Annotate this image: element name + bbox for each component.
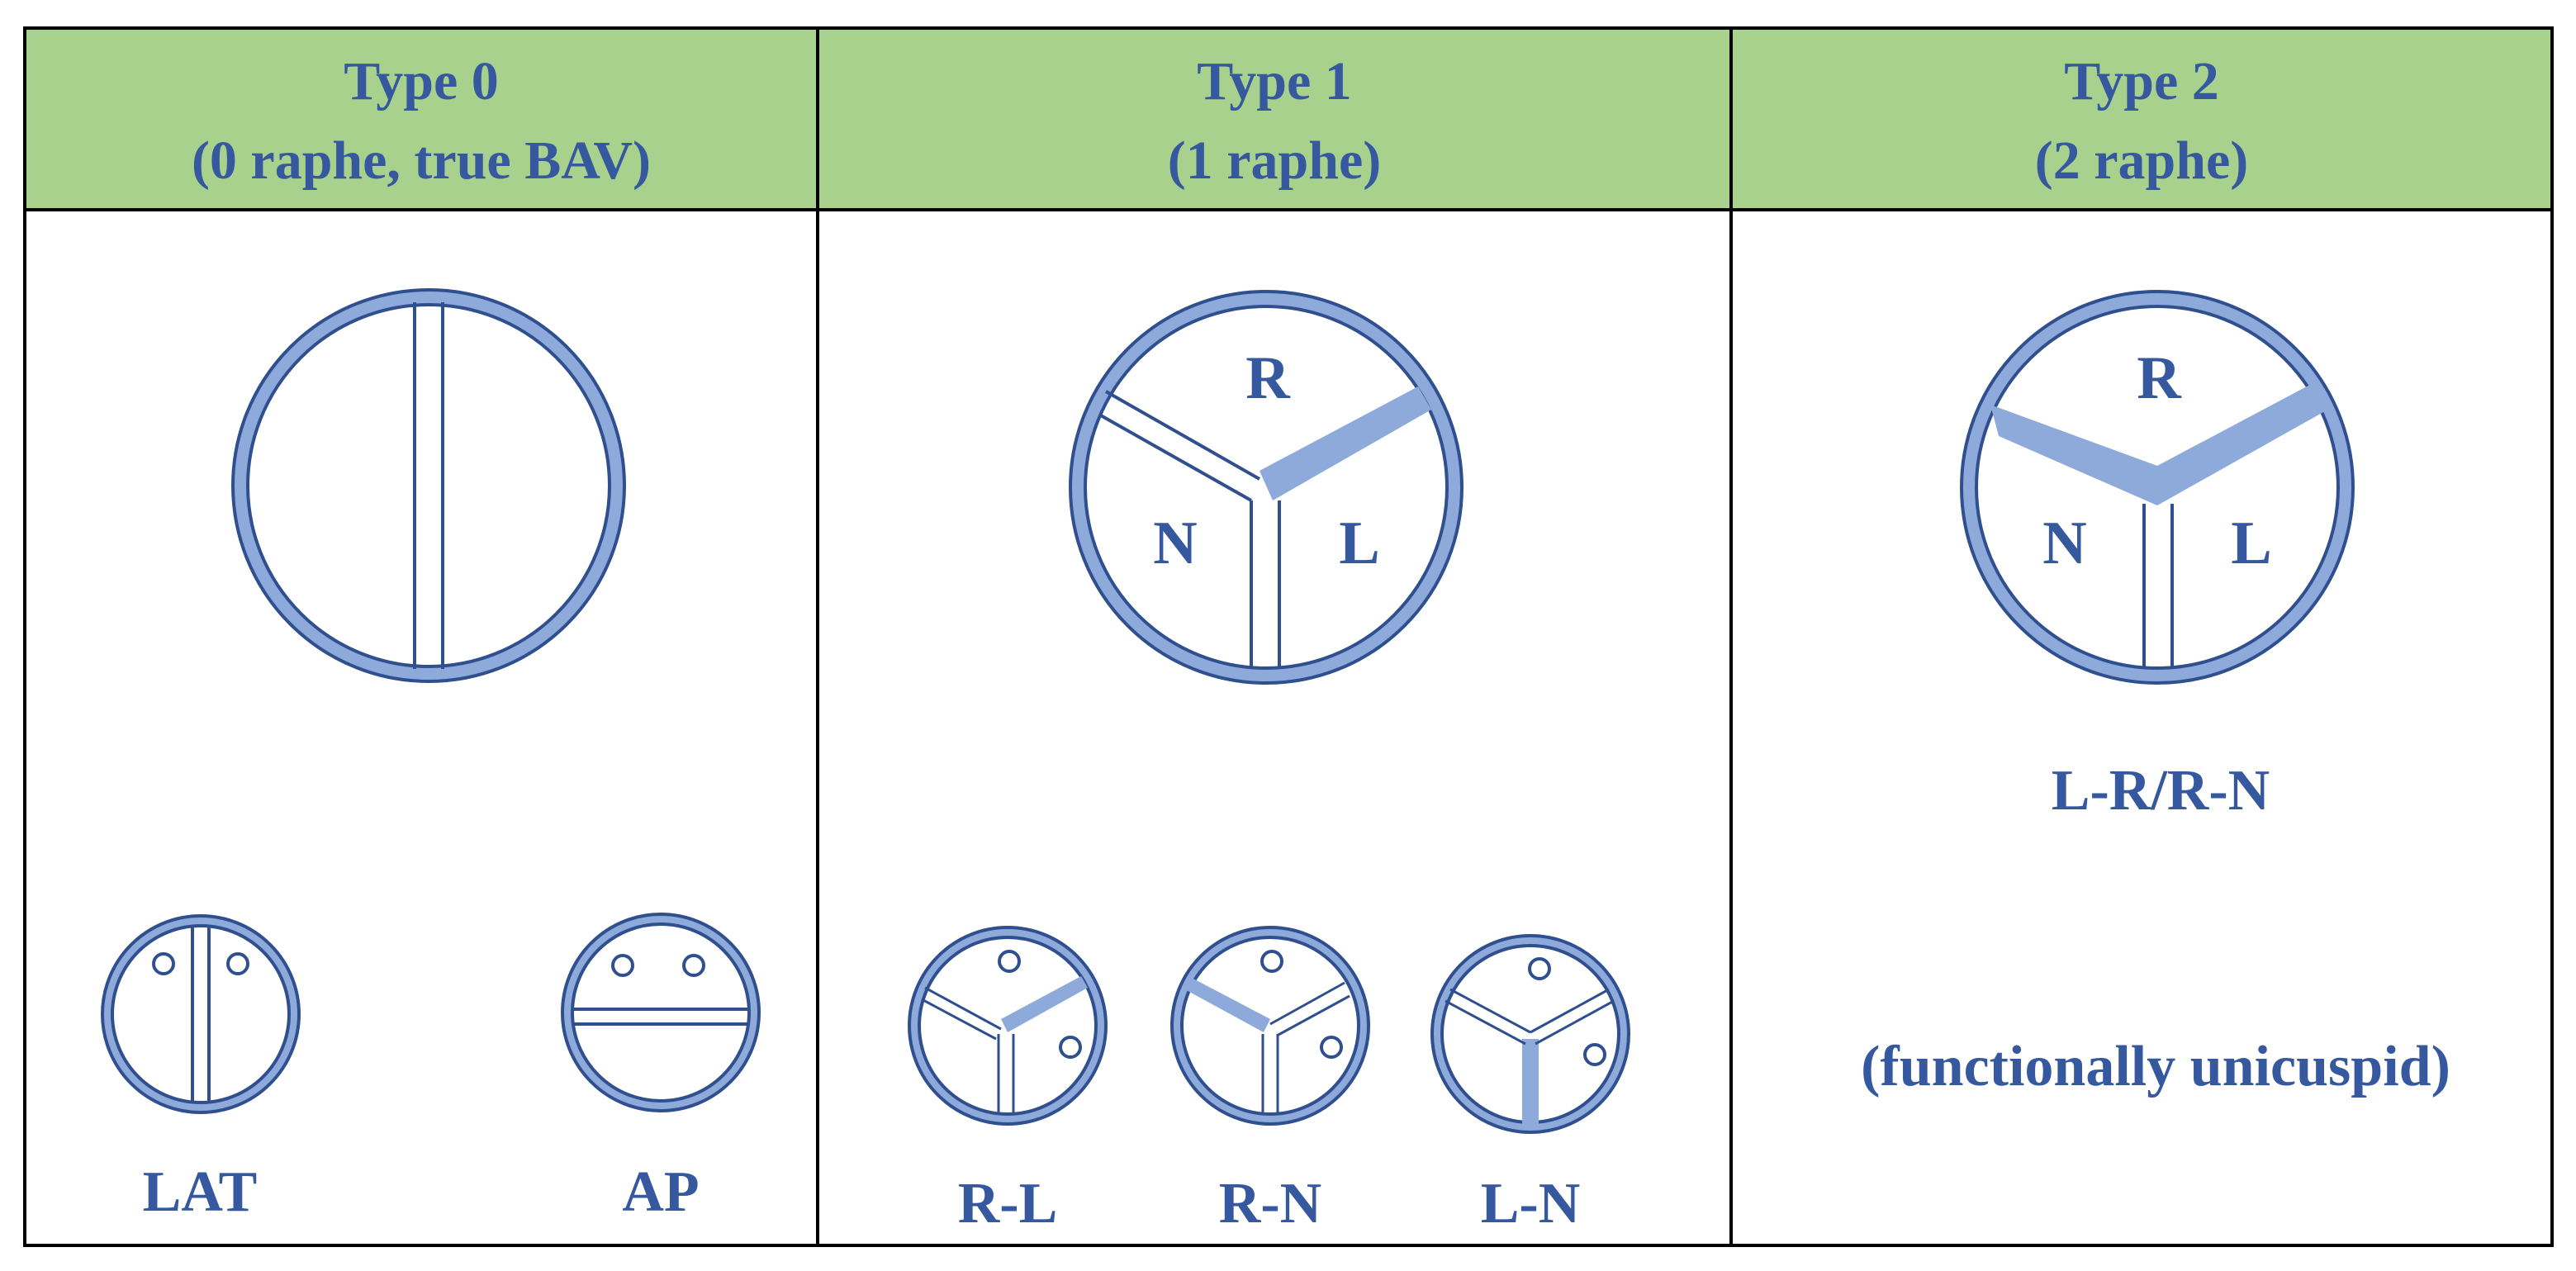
type1-subtitle: (1 raphe) (1168, 130, 1381, 191)
type1-cusp-l: L (1339, 510, 1379, 577)
coronary-ostium (1260, 950, 1283, 973)
type2-subtitle: (2 raphe) (2035, 130, 2248, 191)
raphe-l-r (1990, 405, 2157, 505)
type2-note: (functionally unicuspid) (1861, 1035, 2450, 1098)
type1-rl-label: R-L (958, 1172, 1058, 1235)
coronary-ostium (998, 950, 1021, 973)
type0-ap-label: AP (622, 1160, 699, 1224)
coronary-ostium (152, 952, 175, 975)
table-border (23, 26, 2554, 1247)
column-headers: Type 0 (0 raphe, true BAV) Type 1 (1 rap… (192, 51, 2248, 191)
type1-ln-label: L-N (1481, 1172, 1581, 1235)
coronary-ostium (1059, 1036, 1082, 1059)
coronary-ostium (1320, 1036, 1343, 1059)
type1-cusp-r: R (1245, 344, 1291, 412)
type2-cusp-n: N (2042, 510, 2086, 577)
type0-subtitle: (0 raphe, true BAV) (192, 130, 651, 191)
type1-ln-valve (1430, 934, 1630, 1134)
type0-main-valve (231, 288, 626, 683)
type1-rn-valve (1170, 926, 1370, 1126)
raphe-r-n (2157, 380, 2331, 505)
type1-rn-label: R-N (1219, 1172, 1321, 1235)
type2-cusp-r: R (2137, 344, 2182, 412)
type0-lat-valve (101, 914, 301, 1114)
type1-cusp-n: N (1153, 510, 1197, 577)
type2-title: Type 2 (2064, 51, 2219, 111)
type0-lat-label: LAT (143, 1160, 258, 1224)
coronary-ostium (1528, 957, 1551, 980)
raphe-r-l (1260, 387, 1431, 500)
header-row (25, 28, 2552, 210)
coronary-ostium (611, 954, 634, 977)
type0-ap-valve (561, 913, 761, 1112)
type1-title: Type 1 (1197, 51, 1352, 111)
coronary-ostium (682, 954, 705, 977)
type2-cusp-l: L (2231, 510, 2271, 577)
type1-rl-valve (908, 926, 1108, 1126)
type2-main-valve: R N L (1960, 290, 2355, 685)
type1-main-valve: R N L (1069, 290, 1464, 685)
type2-subtype-label: L-R/R-N (2052, 759, 2270, 823)
type0-title: Type 0 (344, 51, 499, 111)
coronary-ostium (1583, 1043, 1606, 1066)
coronary-ostium (226, 952, 249, 975)
table-grid (23, 26, 2554, 1247)
